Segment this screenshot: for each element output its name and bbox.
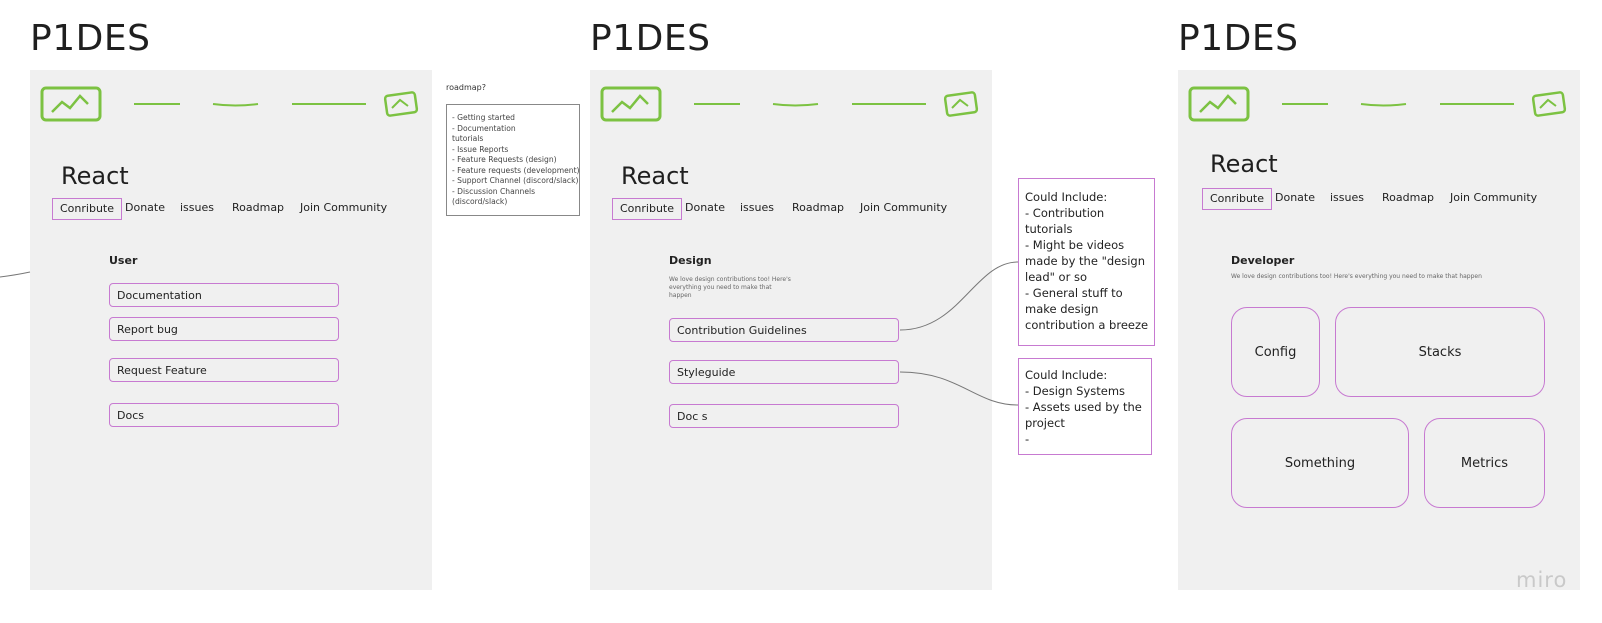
note-line: make design [1025,302,1099,316]
docs-button[interactable]: Doc s [669,404,899,428]
nav-contribute[interactable]: Conribute [612,198,682,220]
section-description: We love design contributions too! Here's… [669,276,799,300]
header-sketch [1188,86,1567,122]
roadmap-line: - Feature requests (development) [452,165,580,175]
frame-3: React Conribute Donate issues Roadmap Jo… [1178,70,1580,590]
docs-button[interactable]: Docs [109,403,339,427]
description-line: everything you need to make that [669,284,772,291]
roadmap-line: - Support Channel (discord/slack) [452,176,579,185]
nav-contribute[interactable]: Conribute [52,198,122,220]
nav-roadmap[interactable]: Roadmap [232,201,285,214]
something-tile[interactable]: Something [1231,418,1409,508]
note-line: made by the "design [1025,254,1146,268]
frame-1-title: P1DES [30,18,151,59]
section-title: User [109,254,138,267]
frame-3-title: P1DES [1178,18,1299,59]
metrics-tile[interactable]: Metrics [1424,418,1545,508]
note-line: - [1025,432,1030,446]
request-feature-button[interactable]: Request Feature [109,358,339,382]
nav-issues[interactable]: issues [740,201,774,214]
note-line: contribution a breeze [1025,318,1149,332]
roadmap-line: - Discussion Channels [452,186,536,196]
note-line: lead" or so [1025,270,1088,284]
react-title: React [1210,150,1278,178]
description-line: We love design contributions too! Here's [669,276,791,283]
nav-join-community[interactable]: Join Community [1450,191,1538,204]
description-line: We love design contributions too! Here's… [1231,273,1482,280]
note-line: - General stuff to [1025,286,1123,300]
report-bug-button[interactable]: Report bug [109,317,339,341]
nav-roadmap[interactable]: Roadmap [1382,191,1435,204]
note-line: project [1025,416,1065,430]
note-line: - Assets used by the [1025,400,1142,414]
config-tile[interactable]: Config [1231,307,1320,397]
nav-bar: Conribute Donate issues Roadmap Join Com… [52,198,412,220]
note-line: - Might be videos [1025,238,1125,252]
description-line: happen [669,292,692,299]
note-line: Could Include: [1025,368,1108,382]
nav-donate[interactable]: Donate [125,201,165,214]
stacks-tile[interactable]: Stacks [1335,307,1545,397]
note-line: - Contribution [1025,206,1105,220]
frame-2: React Conribute Donate issues Roadmap Jo… [590,70,992,590]
nav-bar: Conribute Donate issues Roadmap Join Com… [612,198,972,220]
nav-issues[interactable]: issues [1330,191,1364,204]
note-line: Could Include: [1025,190,1108,204]
header-sketch [40,86,419,122]
connector-left-edge [0,271,31,278]
react-title: React [61,162,129,190]
roadmap-line: tutorials [452,134,484,143]
contribution-guidelines-button[interactable]: Contribution Guidelines [669,318,899,342]
note-line: tutorials [1025,222,1073,236]
miro-watermark: miro [1516,568,1568,592]
roadmap-label: roadmap? [446,83,487,92]
nav-donate[interactable]: Donate [1275,191,1315,204]
section-description: We love design contributions too! Here's… [1231,273,1531,281]
roadmap-line: - Getting started [452,113,516,122]
roadmap-line: - Documentation [452,123,516,133]
roadmap-line: (discord/slack) [452,197,508,206]
styleguide-button[interactable]: Styleguide [669,360,899,384]
section-title: Developer [1231,254,1295,267]
frame-2-title: P1DES [590,18,711,59]
nav-join-community[interactable]: Join Community [860,201,948,214]
roadmap-line: - Feature Requests (design) [452,155,557,164]
styleguide-note: Could Include: - Design Systems - Assets… [1018,358,1152,455]
frame-1: React Conribute Donate issues Roadmap Jo… [30,70,432,590]
nav-issues[interactable]: issues [180,201,214,214]
contribution-note: Could Include: - Contribution tutorials … [1018,178,1155,346]
note-line: - Design Systems [1025,384,1126,398]
roadmap-line: - Issue Reports [452,144,509,154]
header-sketch [600,86,979,122]
nav-donate[interactable]: Donate [685,201,725,214]
roadmap-note: - Getting started - Documentation tutori… [446,104,580,216]
react-title: React [621,162,689,190]
nav-roadmap[interactable]: Roadmap [792,201,845,214]
nav-bar: Conribute Donate issues Roadmap Join Com… [1202,188,1562,210]
nav-join-community[interactable]: Join Community [300,201,388,214]
section-title: Design [669,254,712,267]
documentation-button[interactable]: Documentation [109,283,339,307]
nav-contribute[interactable]: Conribute [1202,188,1272,210]
